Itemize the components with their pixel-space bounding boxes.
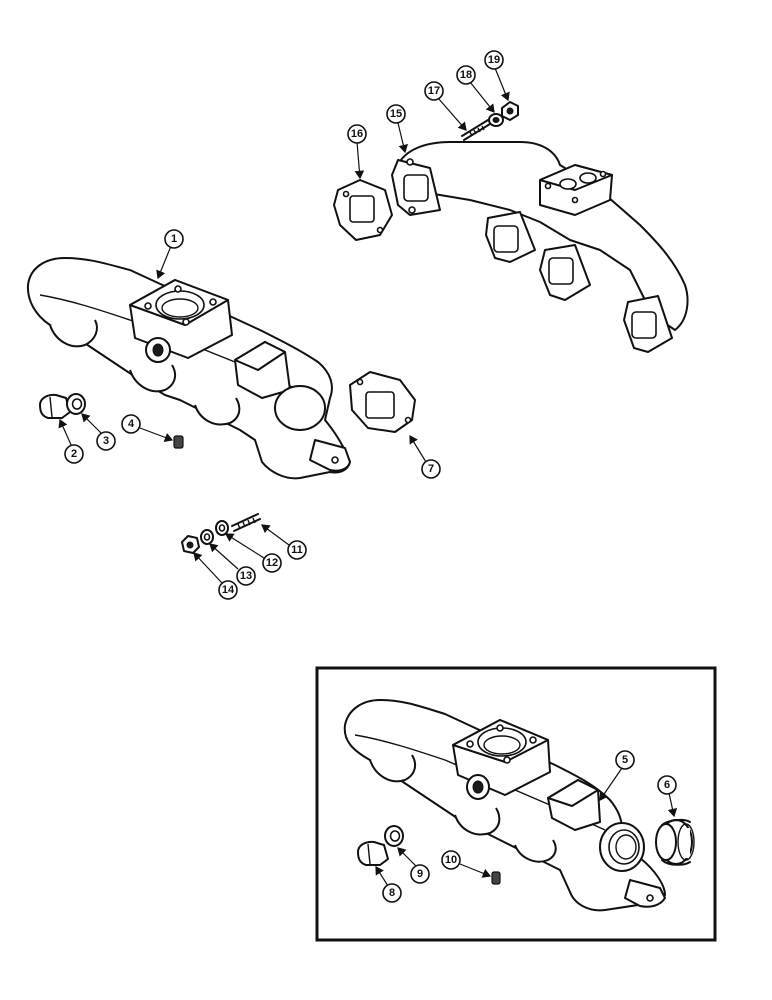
callout-1-label: 1 xyxy=(171,233,177,245)
exhaust-manifold-inset xyxy=(343,699,666,912)
callout-2-label: 2 xyxy=(71,448,77,460)
callout-8-label: 8 xyxy=(389,887,395,899)
stud-11 xyxy=(231,513,261,532)
callout-13: 13 xyxy=(209,543,256,586)
callout-9: 9 xyxy=(397,847,430,884)
set-screw-10 xyxy=(491,871,501,885)
callout-3-label: 3 xyxy=(103,435,109,447)
callout-6: 6 xyxy=(657,775,678,818)
callout-1: 1 xyxy=(156,229,184,280)
callout-7-label: 7 xyxy=(428,463,434,475)
turbo-exhaust-manifold xyxy=(391,141,689,353)
callout-18: 18 xyxy=(456,65,495,113)
callout-7: 7 xyxy=(409,434,441,479)
callout-10-label: 10 xyxy=(445,854,457,866)
callout-19-label: 19 xyxy=(488,54,500,66)
callout-11-label: 11 xyxy=(291,544,303,556)
callout-16: 16 xyxy=(347,124,367,180)
callout-10: 10 xyxy=(441,850,492,878)
callout-11: 11 xyxy=(261,524,307,560)
callout-13-label: 13 xyxy=(240,570,252,582)
plug-8 xyxy=(357,840,389,866)
callout-15-label: 15 xyxy=(390,108,402,120)
set-screw-4 xyxy=(173,435,184,449)
callout-17-label: 17 xyxy=(428,85,440,97)
callout-15: 15 xyxy=(386,104,408,154)
gasket-7 xyxy=(349,371,416,433)
callout-2: 2 xyxy=(58,418,84,464)
callout-3: 3 xyxy=(81,413,116,451)
callout-12-label: 12 xyxy=(266,557,278,569)
callout-16-label: 16 xyxy=(351,128,363,140)
gasket-16 xyxy=(333,179,393,241)
sleeve-6 xyxy=(655,818,695,866)
callout-14-label: 14 xyxy=(222,584,235,596)
callout-14: 14 xyxy=(193,552,238,600)
washer-3 xyxy=(66,393,86,415)
washer-18 xyxy=(488,113,504,127)
washer-12 xyxy=(215,520,229,536)
callout-8: 8 xyxy=(375,865,402,903)
washer-13 xyxy=(200,529,214,545)
callout-18-label: 18 xyxy=(460,69,472,81)
callout-6-label: 6 xyxy=(664,779,670,791)
callout-12: 12 xyxy=(224,533,282,573)
callout-19: 19 xyxy=(484,50,510,102)
nut-19 xyxy=(501,101,519,121)
plug-2 xyxy=(39,393,71,419)
washer-9 xyxy=(384,825,404,847)
callout-9-label: 9 xyxy=(417,868,423,880)
nut-14 xyxy=(181,535,200,554)
inset-frame xyxy=(315,666,717,942)
callout-4: 4 xyxy=(121,414,174,442)
exhaust-manifold-main xyxy=(26,257,351,480)
callout-4-label: 4 xyxy=(128,418,135,430)
callout-17: 17 xyxy=(424,81,467,131)
callout-5-label: 5 xyxy=(622,754,628,766)
callout-5: 5 xyxy=(599,750,635,801)
stud-17 xyxy=(461,119,491,141)
